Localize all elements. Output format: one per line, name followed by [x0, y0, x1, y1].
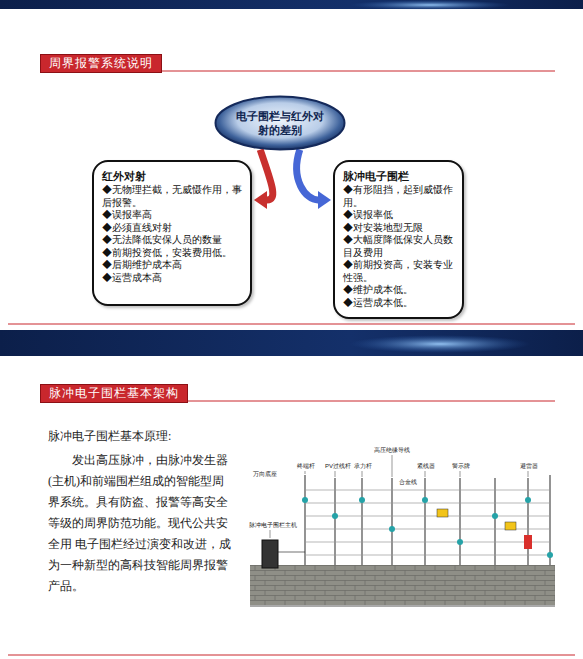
box-text: ◆维护成本低。	[343, 284, 456, 297]
box-text: ◆必须直线对射	[102, 222, 244, 235]
box-text: ◆大幅度降低保安人员数目及费用	[343, 234, 456, 259]
part-name: 紧线器	[416, 462, 436, 470]
box-text: ◆前期投资高，安装专业性强。	[343, 259, 456, 284]
part-name: 高压绝缘导线	[373, 446, 411, 454]
part-name: 合金线	[398, 478, 418, 486]
band-glow	[350, 335, 530, 353]
arrow-head	[254, 191, 267, 209]
host-unit	[262, 540, 278, 568]
band-glow	[350, 0, 510, 10]
arrow-head	[318, 191, 331, 209]
box-text: ◆前期投资低，安装费用低。	[102, 247, 244, 260]
section-header: 周界报警系统说明	[40, 54, 162, 73]
top-band	[0, 0, 583, 9]
box-text: ◆误报率高	[102, 209, 244, 222]
lightning-arrester	[524, 535, 532, 549]
principle-text: 发出高压脉冲，由脉冲发生器(主机)和前端围栏组成的智能型周界系统。具有防盗、报警…	[48, 450, 232, 597]
box-text: ◆对安装地型无限	[343, 222, 456, 235]
topic-oval: 电子围栏与红外对射的差别	[214, 95, 346, 151]
comparison-box: 红外对射◆无物理拦截，无威慑作用，事后报警。◆误报率高◆必须直线对射◆无法降低安…	[92, 160, 252, 306]
box-text: 脉冲电子围栏基本架构	[49, 386, 179, 401]
slide-bottom-rule	[8, 324, 575, 325]
curved-arrow	[297, 150, 331, 209]
part-name: 承力杆	[353, 462, 373, 470]
curved-arrow	[254, 150, 273, 209]
leader-lines	[270, 455, 528, 538]
box-text: ◆后期维护成本高	[102, 259, 244, 272]
box-text: ◆有形阻挡，起到威慑作用。	[343, 184, 456, 209]
fence-illustration	[250, 455, 555, 606]
box-heading: 脉冲电子围栏	[343, 170, 456, 183]
box-heading: 红外对射	[102, 170, 244, 183]
oval-shape	[214, 95, 346, 151]
wall	[250, 565, 555, 605]
box-text: 周界报警系统说明	[49, 56, 153, 71]
warning-sign	[437, 509, 448, 517]
part-name: 万向底座	[252, 470, 278, 478]
slide-bottom-rule	[8, 655, 575, 656]
box-text: ◆运营成本高	[102, 272, 244, 285]
part-name: PV过线杆	[324, 462, 352, 470]
oval-outline	[216, 97, 345, 150]
section-header: 脉冲电子围栏基本架构	[40, 384, 188, 403]
comparison-box: 脉冲电子围栏◆有形阻挡，起到威慑作用。◆误报率低◆对安装地型无限◆大幅度降低保安…	[333, 160, 464, 319]
insulators	[302, 497, 553, 558]
box-text: ◆无物理拦截，无威慑作用，事后报警。	[102, 184, 244, 209]
part-name: 脉冲电子围栏主机	[248, 521, 298, 529]
principle-heading: 脉冲电子围栏基本原理:	[48, 428, 171, 444]
part-name: 终端杆	[296, 462, 316, 470]
arrow-shaft	[297, 150, 318, 200]
fence-posts	[305, 475, 550, 565]
box-text: ◆误报率低	[343, 209, 456, 222]
box-text: ◆运营成本低。	[343, 297, 456, 310]
box-text: ◆无法降低安保人员的数量	[102, 234, 244, 247]
part-name: 避雷器	[519, 462, 539, 470]
ground	[250, 606, 555, 607]
box-text: 电子围栏与红外对射的差别	[231, 109, 329, 138]
part-name: 警示牌	[451, 462, 471, 470]
fence-wires	[278, 490, 550, 555]
warning-sign	[505, 522, 516, 530]
slide-band	[0, 330, 583, 356]
